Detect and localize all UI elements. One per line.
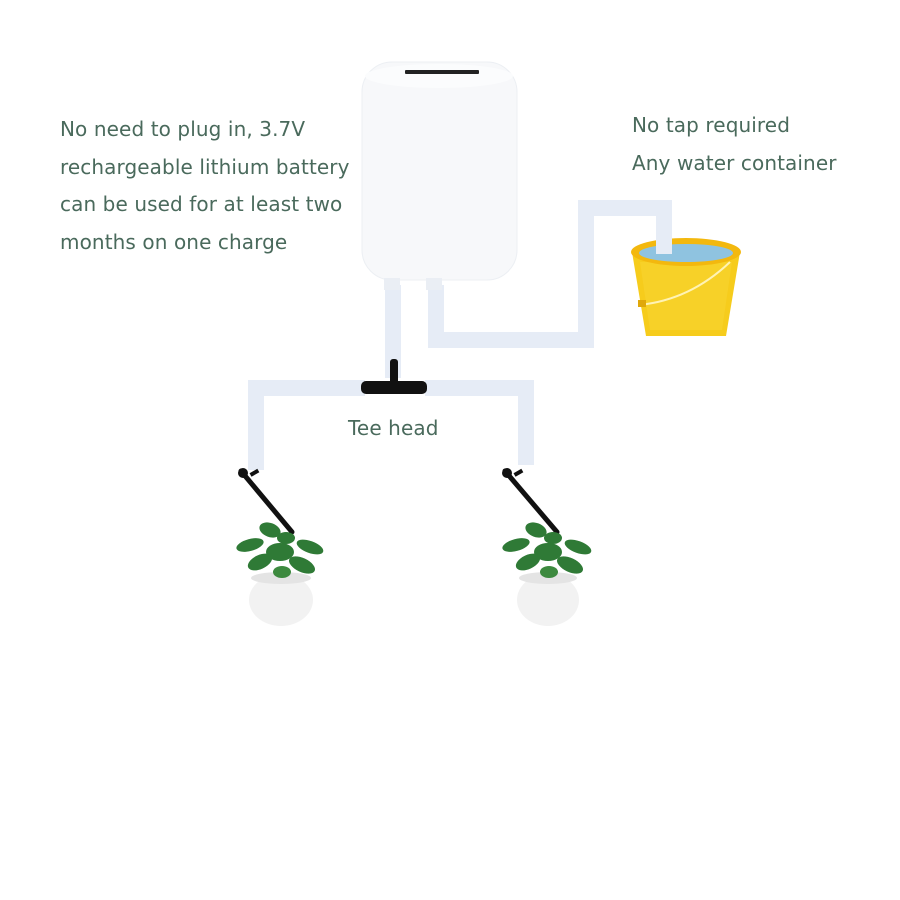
- tee-head-icon: [361, 359, 427, 394]
- pump-unit: [361, 61, 518, 290]
- water-note-line: No tap required: [632, 113, 791, 137]
- battery-note-line: rechargeable lithium battery: [60, 154, 350, 179]
- battery-note-line: No need to plug in, 3.7V: [60, 117, 306, 141]
- left-dripper-icon: [238, 468, 295, 535]
- right-dripper-icon: [502, 468, 560, 535]
- battery-note-line: months on one charge: [60, 229, 288, 254]
- pipe-inlet: [656, 208, 672, 254]
- left-plant-icon: [236, 522, 324, 626]
- water-note: No tap required Any water container: [632, 107, 837, 182]
- battery-note: No need to plug in, 3.7V rechargeable li…: [60, 111, 350, 261]
- branch-pipe-left: [248, 380, 365, 470]
- branch-pipe-right: [425, 380, 534, 465]
- bucket-icon: [631, 238, 741, 336]
- right-plant-icon: [502, 522, 592, 626]
- water-note-line: Any water container: [632, 150, 837, 175]
- battery-note-line: can be used for at least two: [60, 192, 343, 216]
- tee-head-label: Tee head: [348, 416, 439, 440]
